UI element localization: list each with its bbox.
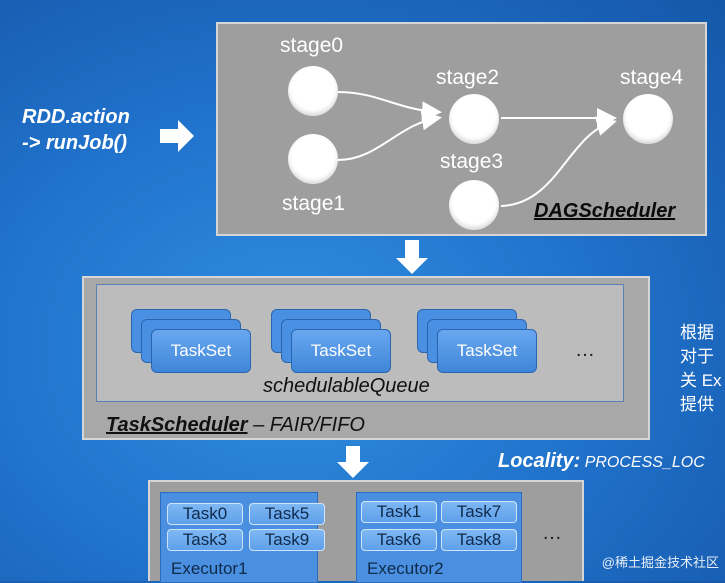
taskset-ellipsis: … bbox=[575, 339, 595, 361]
executor-ellipsis: … bbox=[542, 522, 562, 544]
schedulable-queue-box: TaskSet TaskSet TaskSet … schedulableQue… bbox=[96, 284, 624, 402]
executor-2: Task1 Task7 Task6 Task8 Executor2 bbox=[356, 492, 522, 583]
arrow-down-icon bbox=[337, 446, 369, 478]
taskset-stack-2: TaskSet bbox=[271, 309, 395, 373]
stage2-node bbox=[449, 94, 499, 144]
stage3-label: stage3 bbox=[440, 150, 504, 173]
task-chip: Task1 bbox=[361, 501, 437, 523]
taskset-card: TaskSet bbox=[437, 329, 537, 373]
taskset-card: TaskSet bbox=[291, 329, 391, 373]
locality-label: Locality: bbox=[498, 450, 581, 472]
arrow-right-icon bbox=[160, 120, 194, 152]
dag-edges bbox=[337, 91, 617, 207]
executor-2-label: Executor2 bbox=[367, 559, 444, 578]
dag-scheduler-title: DAGScheduler bbox=[534, 200, 676, 222]
stage3-node bbox=[449, 180, 499, 230]
stage4-label: stage4 bbox=[620, 66, 684, 89]
task-chip: Task9 bbox=[249, 529, 325, 551]
rdd-action-line2: -> runJob() bbox=[22, 132, 127, 154]
edge-stage3-stage4 bbox=[500, 116, 617, 207]
stage0-node bbox=[288, 66, 338, 116]
taskset-stack-3: TaskSet bbox=[417, 309, 541, 373]
executor-1: Task0 Task5 Task3 Task9 Executor1 bbox=[160, 492, 325, 583]
edge-stage1-stage2 bbox=[337, 110, 442, 161]
rdd-action-label: RDD.action -> runJob() bbox=[22, 104, 130, 156]
stage0-label: stage0 bbox=[280, 34, 344, 57]
task-chip: Task8 bbox=[441, 529, 517, 551]
task-scheduler-caption: TaskScheduler – FAIR/FIFO bbox=[106, 414, 365, 437]
right-note-4: 提供 bbox=[680, 395, 714, 414]
right-note-1: 根据 bbox=[680, 323, 714, 342]
stage1-label: stage1 bbox=[282, 192, 346, 215]
rdd-action-line1: RDD.action bbox=[22, 106, 130, 128]
task-chip: Task7 bbox=[441, 501, 517, 523]
taskset-card: TaskSet bbox=[151, 329, 251, 373]
dag-scheduler-panel: stage0 stage1 stage2 stage3 stage4 DAGSc… bbox=[216, 22, 707, 236]
executor-1-label: Executor1 bbox=[171, 559, 248, 578]
locality-value: PROCESS_LOC bbox=[584, 454, 705, 471]
locality-line: Locality: PROCESS_LOC bbox=[498, 450, 725, 473]
arrow-down-icon bbox=[396, 240, 428, 274]
stage2-label: stage2 bbox=[436, 66, 500, 89]
right-note-2: 对于 bbox=[680, 347, 714, 366]
edge-stage0-stage2 bbox=[337, 91, 442, 122]
right-note-3: 关 Ex bbox=[680, 371, 722, 390]
task-chip: Task0 bbox=[167, 503, 243, 525]
stage1-node bbox=[288, 134, 338, 184]
task-chip: Task6 bbox=[361, 529, 437, 551]
scheduling-mode: FAIR/FIFO bbox=[269, 414, 365, 436]
task-chip: Task5 bbox=[249, 503, 325, 525]
mode-separator: – bbox=[247, 414, 270, 436]
task-scheduler-panel: TaskSet TaskSet TaskSet … schedulableQue… bbox=[82, 276, 650, 440]
task-chip: Task3 bbox=[167, 529, 243, 551]
watermark-text: @稀土掘金技术社区 bbox=[601, 555, 719, 570]
executors-container: Task0 Task5 Task3 Task9 Executor1 Task1 … bbox=[148, 480, 584, 583]
task-scheduler-title: TaskScheduler bbox=[106, 414, 248, 436]
schedulable-queue-label: schedulableQueue bbox=[263, 375, 430, 397]
stage4-node bbox=[623, 94, 673, 144]
taskset-stack-1: TaskSet bbox=[131, 309, 255, 373]
